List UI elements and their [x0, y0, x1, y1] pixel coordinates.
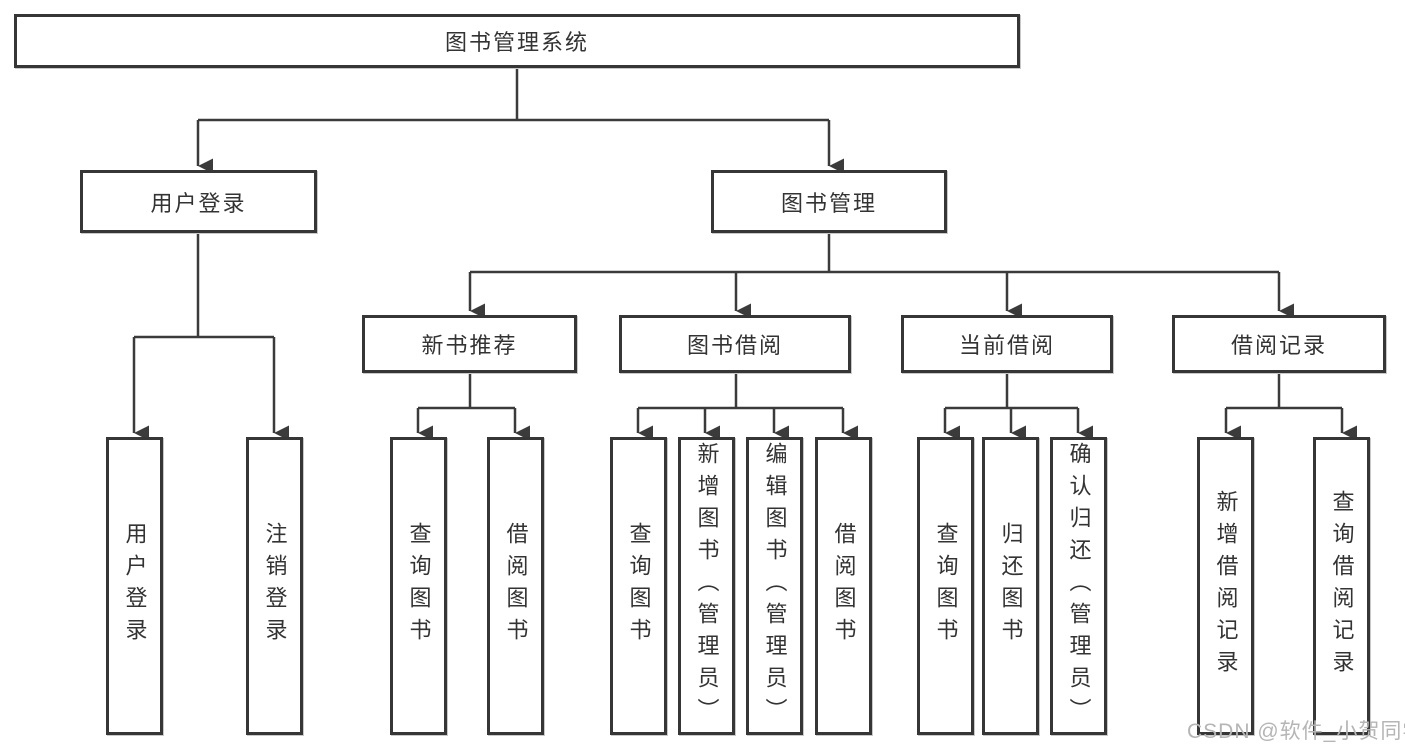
node-current-search-books: 查询图书 — [917, 437, 974, 735]
node-return-books-label: 归还图书 — [998, 522, 1024, 650]
node-book-management-label: 图书管理 — [780, 190, 877, 216]
node-edit-books-admin-label: 编辑图书（管理员） — [762, 442, 788, 730]
node-current-borrowing-label: 当前借阅 — [958, 333, 1055, 358]
node-confirm-return-admin-label: 确认归还（管理员） — [1066, 442, 1092, 730]
node-add-books-admin: 新增图书（管理员） — [678, 437, 735, 735]
node-borrowing-records-label: 借阅记录 — [1230, 333, 1327, 358]
node-library-system: 图书管理系统 — [14, 14, 1020, 68]
node-logout-label: 注销登录 — [262, 522, 288, 650]
node-new-book-recommendation: 新书推荐 — [362, 315, 577, 373]
node-user-login-action-label: 用户登录 — [122, 522, 148, 650]
node-new-book-recommendation-label: 新书推荐 — [421, 333, 518, 358]
watermark-text: CSDN @软件_小贺同学 — [1187, 720, 1405, 743]
node-book-management: 图书管理 — [711, 170, 947, 233]
node-search-borrow-record: 查询借阅记录 — [1313, 437, 1370, 735]
node-borrowing-records: 借阅记录 — [1172, 315, 1386, 373]
node-edit-books-admin: 编辑图书（管理员） — [746, 437, 803, 735]
node-user-login-label: 用户登录 — [150, 190, 247, 216]
node-borrowing-search-books: 查询图书 — [610, 437, 667, 735]
node-user-login: 用户登录 — [80, 170, 317, 233]
node-book-borrowing-label: 图书借阅 — [686, 333, 783, 358]
node-recommend-borrow-books-label: 借阅图书 — [503, 522, 529, 650]
node-book-borrowing: 图书借阅 — [619, 315, 851, 373]
node-return-books: 归还图书 — [982, 437, 1039, 735]
node-add-borrow-record-label: 新增借阅记录 — [1213, 490, 1239, 682]
node-borrowing-search-books-label: 查询图书 — [626, 522, 652, 650]
node-add-books-admin-label: 新增图书（管理员） — [694, 442, 720, 730]
node-recommend-borrow-books: 借阅图书 — [487, 437, 544, 735]
node-add-borrow-record: 新增借阅记录 — [1197, 437, 1254, 735]
node-current-search-books-label: 查询图书 — [933, 522, 959, 650]
node-recommend-search-books-label: 查询图书 — [406, 522, 432, 650]
node-library-system-label: 图书管理系统 — [444, 30, 589, 55]
node-borrowing-borrow-books: 借阅图书 — [815, 437, 872, 735]
node-recommend-search-books: 查询图书 — [390, 437, 447, 735]
node-current-borrowing: 当前借阅 — [901, 315, 1113, 373]
node-search-borrow-record-label: 查询借阅记录 — [1329, 490, 1355, 682]
node-borrowing-borrow-books-label: 借阅图书 — [831, 522, 857, 650]
node-user-login-action: 用户登录 — [106, 437, 163, 735]
node-logout: 注销登录 — [246, 437, 303, 735]
node-confirm-return-admin: 确认归还（管理员） — [1050, 437, 1107, 735]
